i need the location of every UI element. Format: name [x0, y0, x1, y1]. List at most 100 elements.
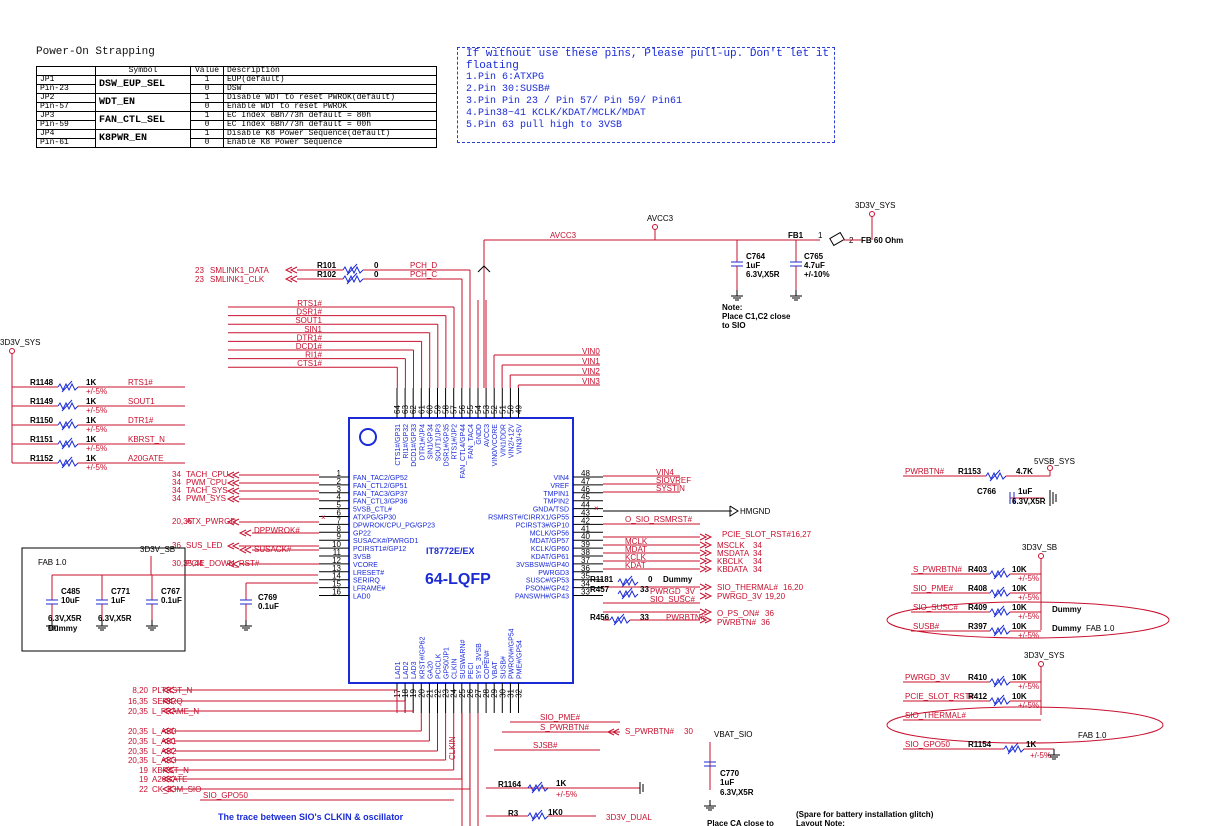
pullup-note-line: 1.Pin 6:ATXPG [466, 72, 545, 83]
offpage-connector-icon [704, 549, 713, 557]
layout-note: Note: [722, 303, 742, 312]
chip-pin-number: 57 [450, 405, 459, 414]
net-label: VIN2 [582, 367, 600, 376]
offpage-connector-icon [704, 557, 713, 565]
component-value: +/-5% [1018, 574, 1039, 583]
chip-pin-name: KDAT/GP61 [531, 554, 569, 561]
net-label: SIO_GPO50 [203, 791, 248, 800]
chip-pin-name: LAD1 [395, 661, 402, 679]
resistor-arrow [993, 586, 1005, 599]
offpage-connector-icon [161, 707, 170, 715]
chip-pin-number: 27 [474, 688, 483, 697]
chip-pin-number: 41 [581, 524, 590, 533]
net-label: VIN1 [582, 357, 600, 366]
offpage-net: KBDATA [717, 565, 748, 574]
resistor-arrow [531, 781, 543, 794]
component-value: 1uF [111, 596, 125, 605]
strapping-header-row: Symbol Value Description [36, 66, 437, 76]
chip-pin-name: GP22 [353, 530, 371, 537]
offpage-connector-icon [704, 533, 713, 541]
chip-pin-number: 55 [466, 405, 475, 414]
offpage-connector-icon [231, 495, 240, 503]
component-value: 10K [1012, 603, 1027, 612]
chip-pin-name: PCICLK [436, 653, 443, 679]
component-ref: R1181 [590, 575, 614, 584]
net-label: DPPWROK# [254, 526, 300, 535]
offpage-net: ATX_PWRGD [186, 517, 236, 526]
resistor-symbol [617, 589, 639, 599]
chip-pin-name: SERIRQ [353, 578, 380, 585]
chip-pin-number: 38 [581, 548, 590, 557]
offpage-ref: 22 [139, 785, 148, 794]
strapping-pin: Pin-61 [36, 138, 96, 148]
resistor-symbol [989, 569, 1011, 579]
chip-pin-name: FAN_TAC4 [468, 424, 475, 459]
chip-pin-number: 19 [409, 688, 418, 697]
offpage-net: KBRST_N [152, 766, 189, 775]
layout-note: Layout Note: [796, 819, 845, 826]
offpage-connector-icon [699, 616, 708, 624]
net-label: SIO_GPO50 [905, 740, 950, 749]
net-label: SUSB# [913, 622, 940, 631]
chip-pin-number: 56 [458, 405, 467, 414]
chip-pin-number: 37 [581, 556, 590, 565]
offpage-connector-icon [166, 775, 175, 783]
resistor-arrow [346, 263, 358, 276]
chip-pin-name: SOUT1/JP3 [436, 424, 443, 461]
offpage-ref: 16,20 [783, 583, 804, 592]
chip-pin-name: 5VSB_CTL# [353, 507, 392, 514]
net-label: RTS1# [128, 378, 153, 387]
offpage-ref: 20,35 [128, 707, 149, 716]
component-value: +/-5% [1018, 682, 1039, 691]
offpage-ref: 19 [139, 766, 148, 775]
component-value: +/-5% [86, 444, 107, 453]
chip-pin-name: SIN1/GP34 [427, 424, 434, 460]
strapping-symbol: K8PWR_EN [95, 129, 191, 148]
chip-pin-number: 30 [498, 688, 507, 697]
component-value: 1uF [1018, 487, 1032, 496]
chip-pin-name: GNDD [476, 424, 483, 445]
net-label: CTS1# [297, 359, 322, 368]
resistor-arrow [613, 613, 625, 626]
resistor-symbol [527, 783, 549, 793]
pullup-note-line: 4.Pin38~41 KCLK/KDAT/MCLK/MDAT [466, 108, 647, 119]
net-label: DCD1# [296, 342, 323, 351]
chip-pin-number: 59 [434, 405, 443, 414]
component-value: FB 60 Ohm [861, 236, 903, 245]
component-ref: R410 [968, 673, 988, 682]
net-label: SOUT1 [128, 397, 155, 406]
chip-pin-name: KRST#/GP62 [419, 636, 426, 679]
power-label: 3D3V_SB [1022, 543, 1057, 552]
component-ref: R409 [968, 603, 988, 612]
component-value: 4.7K [1016, 467, 1033, 476]
power-label: 3D3V_SYS [855, 201, 895, 210]
resistor-arrow [989, 469, 1001, 482]
chip-pin-number: 2 [337, 477, 342, 486]
chip-pin-number: 44 [581, 501, 590, 510]
component-value: 1K [1026, 740, 1036, 749]
chip-pin-number: 42 [581, 516, 590, 525]
offpage-ref: 34 [172, 486, 181, 495]
resistor-arrow [993, 624, 1005, 637]
resistor-symbol [1003, 744, 1025, 754]
chip-pin-number: 5 [337, 501, 342, 510]
resistor-arrow [993, 567, 1005, 580]
net-label: VIN0 [582, 347, 600, 356]
power-label: VBAT_SIO [714, 730, 753, 739]
chip-pin-name: FAN_TAC2/GP52 [353, 475, 408, 482]
offpage-connector-icon [166, 785, 175, 793]
resistor-symbol [989, 626, 1011, 636]
chip-pin-number: 13 [332, 564, 341, 573]
chip-pin-name: SUSB# [500, 656, 507, 679]
component-value: 0.1uF [161, 596, 182, 605]
component-value: Dummy [1052, 605, 1082, 614]
chip-pin-name: PME#/GP54 [517, 640, 524, 679]
chip-pin-name: LAD2 [403, 661, 410, 679]
fab-box [21, 547, 186, 652]
offpage-net: PWRBTN# [717, 618, 757, 627]
component-value: 1K [86, 397, 96, 406]
component-value: 4.7uF [804, 261, 825, 270]
chip-pin-number: 31 [506, 688, 515, 697]
component-value: 33 [640, 585, 649, 594]
offpage-connector-icon [238, 529, 247, 537]
